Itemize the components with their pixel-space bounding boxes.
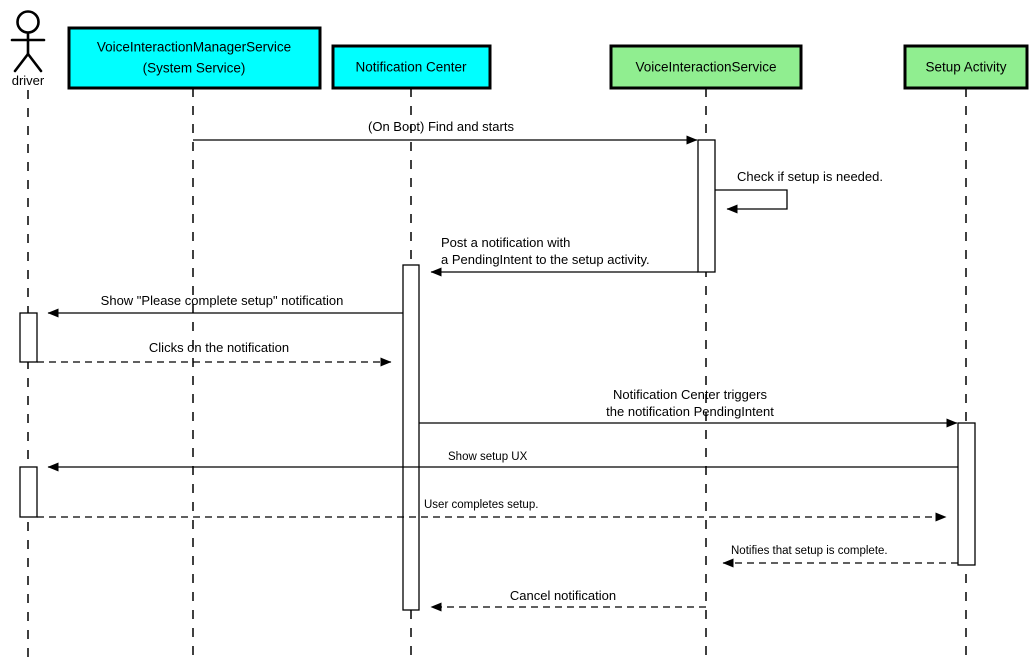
message-cancel-notification[interactable]: Cancel notification [430, 588, 706, 612]
actor-head-icon [16, 10, 40, 34]
activation-driver-2 [19, 466, 38, 518]
participant-label-setup-activity: Setup Activity [925, 60, 1006, 75]
participant-label-notification-center: Notification Center [355, 60, 467, 75]
message-label-m7: Show setup UX [448, 451, 528, 463]
message-on-boot-find-and-starts[interactable]: (On Boot) Find and starts [193, 119, 698, 145]
participant-label-driver: driver [12, 73, 45, 88]
message-check-if-setup-is-needed[interactable]: Check if setup is needed. [715, 169, 883, 214]
message-label-m10: Cancel notification [510, 588, 616, 603]
participant-label-vims-line1: VoiceInteractionManagerService [97, 40, 291, 55]
message-user-completes-setup[interactable]: User completes setup. [37, 499, 947, 522]
participant-box-voice-interaction-service [609, 44, 803, 90]
activation-driver-1 [19, 312, 38, 363]
message-label-m3-line1: Post a notification with [441, 235, 570, 250]
participant-box-vims [67, 26, 322, 90]
message-label-m8: User completes setup. [424, 499, 538, 511]
participant-box-notification-center [331, 44, 492, 90]
activation-voice-interaction-service-1 [697, 139, 716, 273]
message-label-m5: Clicks on the notification [149, 340, 289, 355]
actor-leg-left-icon [13, 52, 30, 73]
participant-label-vims-line2: (System Service) [143, 61, 246, 76]
message-show-setup-ux[interactable]: Show setup UX [47, 451, 958, 472]
message-label-m9: Notifies that setup is complete. [731, 545, 888, 557]
activation-setup-activity-1 [957, 422, 976, 566]
message-arrow-m2-self [715, 189, 788, 214]
message-notification-center-triggers-pendingintent[interactable]: Notification Center triggers the notific… [419, 387, 958, 428]
message-clicks-on-the-notification[interactable]: Clicks on the notification [37, 340, 392, 367]
participant-driver[interactable]: driver [10, 10, 46, 89]
participant-notification-center[interactable]: Notification Center [331, 44, 492, 90]
activation-notification-center-1 [402, 264, 420, 611]
participant-label-voice-interaction-service: VoiceInteractionService [635, 60, 776, 75]
message-label-m1: (On Boot) Find and starts [368, 119, 514, 134]
message-post-notification-with-pendingintent[interactable]: Post a notification with a PendingIntent… [430, 235, 698, 277]
message-label-m2: Check if setup is needed. [737, 169, 883, 184]
participant-setup-activity[interactable]: Setup Activity [903, 44, 1029, 90]
participant-box-setup-activity [903, 44, 1029, 90]
message-label-m6-line1: Notification Center triggers [613, 387, 767, 402]
participant-voice-interaction-service[interactable]: VoiceInteractionService [609, 44, 803, 90]
actor-leg-right-icon [26, 52, 43, 73]
message-notifies-that-setup-is-complete[interactable]: Notifies that setup is complete. [722, 545, 958, 568]
message-label-m3-line2: a PendingIntent to the setup activity. [441, 252, 650, 267]
message-label-m6-line2: the notification PendingIntent [606, 404, 774, 419]
participant-vims[interactable]: VoiceInteractionManagerService (System S… [67, 26, 322, 90]
activation-bars-group [19, 139, 976, 611]
message-show-please-complete-setup-notification[interactable]: Show "Please complete setup" notificatio… [47, 293, 403, 318]
message-label-m4: Show "Please complete setup" notificatio… [101, 293, 344, 308]
